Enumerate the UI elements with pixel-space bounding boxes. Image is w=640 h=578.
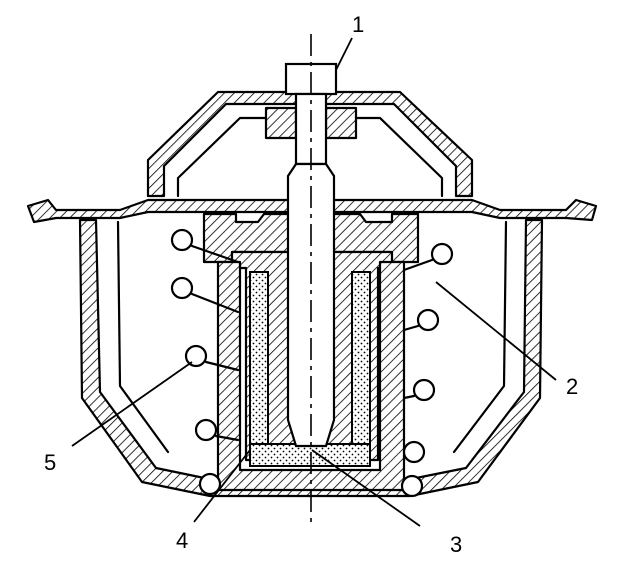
callout-4: 4 <box>176 528 188 553</box>
coil-spring <box>170 228 454 498</box>
outer-cup-housing <box>78 218 544 498</box>
callout-labels: 1 2 3 4 5 <box>44 12 578 557</box>
callout-5: 5 <box>44 450 56 475</box>
callout-1: 1 <box>352 12 364 37</box>
callout-2: 2 <box>566 374 578 399</box>
callout-3: 3 <box>450 532 462 557</box>
wax-fill <box>249 271 371 467</box>
leader-lines <box>71 37 557 527</box>
